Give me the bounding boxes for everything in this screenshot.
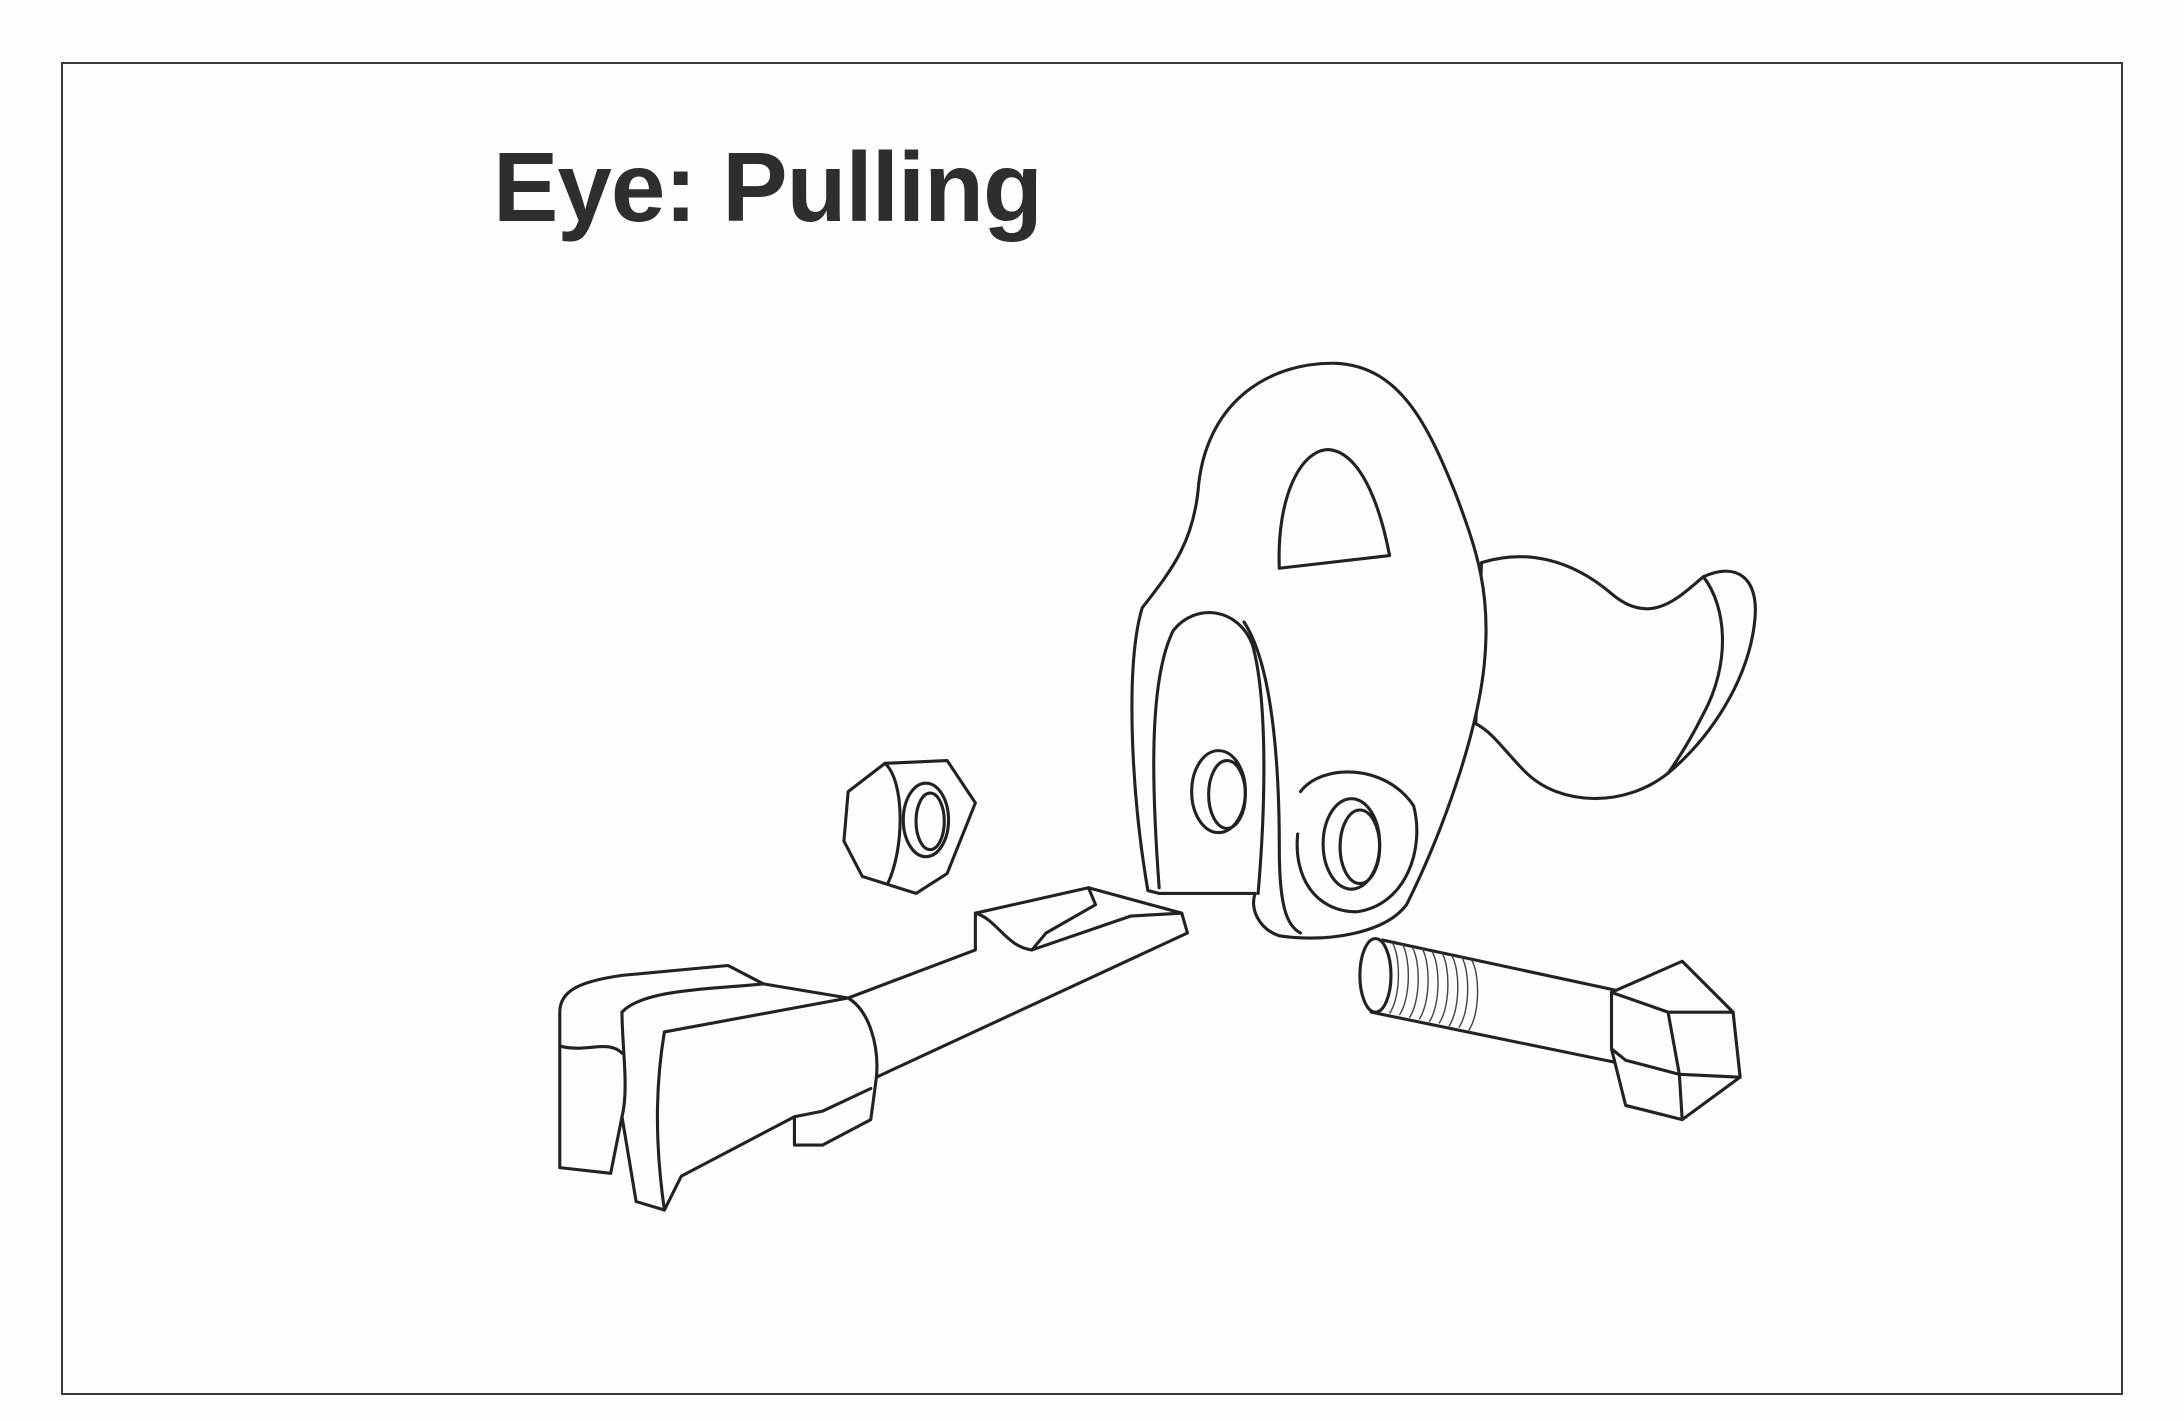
hook-part — [1130, 361, 1757, 940]
figure-title: Eye: Pulling — [493, 132, 1043, 242]
bolt-part — [1358, 937, 1742, 1122]
nut-part — [842, 758, 977, 895]
lever-part — [558, 886, 1189, 1212]
figure-frame — [61, 62, 2123, 1395]
